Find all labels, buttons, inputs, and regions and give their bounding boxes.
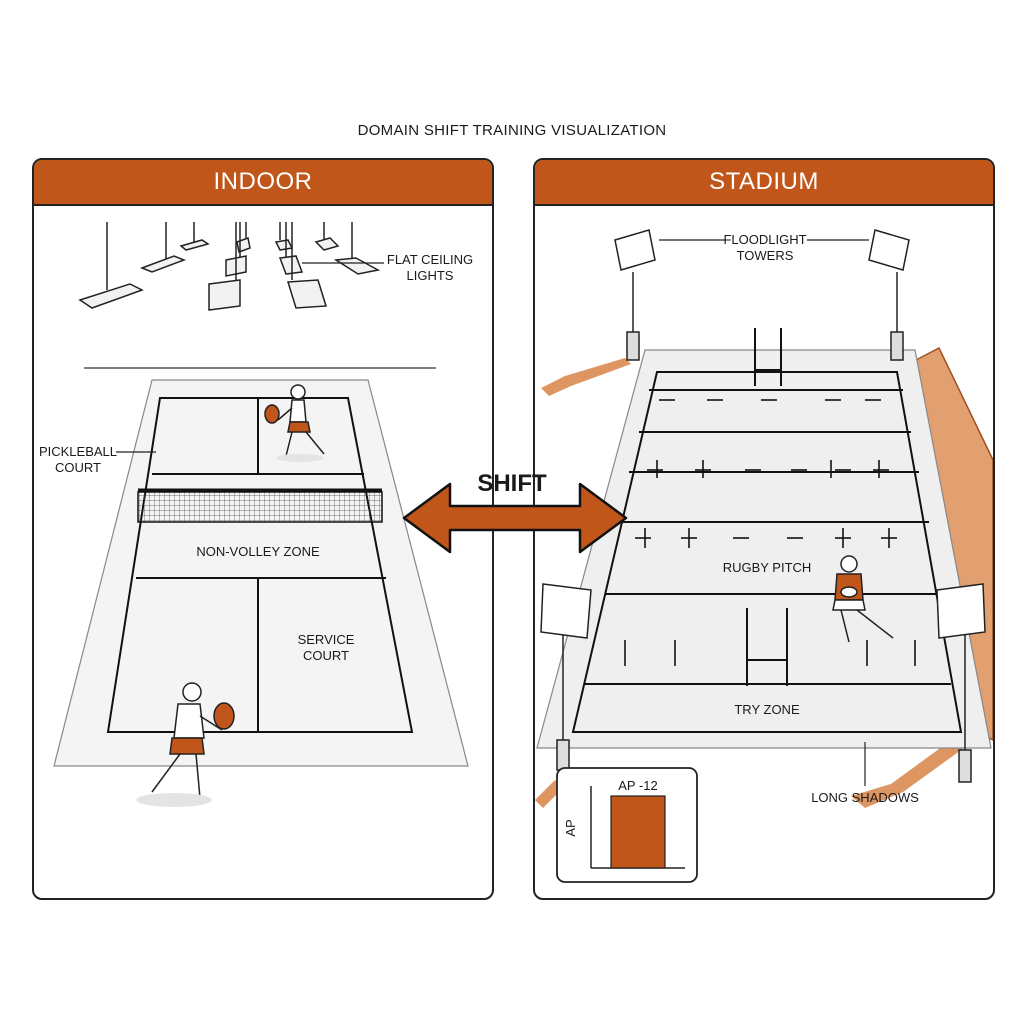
indoor-header: INDOOR bbox=[34, 160, 492, 206]
far-player-figure bbox=[264, 384, 325, 462]
ap-value-label: AP -12 bbox=[618, 778, 658, 793]
long-shadows-label: LONG SHADOWS bbox=[811, 790, 919, 805]
ap-bar bbox=[610, 795, 666, 869]
try-zone-label: TRY ZONE bbox=[734, 702, 800, 717]
floodlight-towers bbox=[540, 229, 986, 783]
ceiling-lights bbox=[78, 222, 381, 311]
nvz-label: NON-VOLLEY ZONE bbox=[196, 544, 320, 559]
indoor-scene: FLAT CEILING LIGHTS PICKLEBALL COURT NON… bbox=[39, 222, 473, 807]
rugby-player-figure bbox=[832, 555, 894, 643]
shift-label: SHIFT bbox=[477, 470, 547, 497]
page-title: DOMAIN SHIFT TRAINING VISUALIZATION bbox=[357, 122, 667, 139]
stadium-header: STADIUM bbox=[535, 160, 993, 206]
pitch-dashes bbox=[624, 399, 916, 666]
ap-axis-label: AP bbox=[563, 819, 578, 836]
lights-label-2: LIGHTS bbox=[407, 268, 454, 283]
court-label-2: COURT bbox=[55, 460, 101, 475]
stadium-panel: STADIUM bbox=[533, 158, 995, 900]
stadium-scene: FLOODLIGHT TOWERS RUGBY PITCH TRY ZONE L… bbox=[535, 229, 993, 883]
court-net bbox=[137, 488, 383, 523]
near-player-figure bbox=[136, 682, 235, 807]
court-label-1: PICKLEBALL bbox=[39, 444, 117, 459]
lights-label-1: FLAT CEILING bbox=[387, 252, 473, 267]
floodlight-label-1: FLOODLIGHT bbox=[723, 232, 806, 247]
service-label-2: COURT bbox=[303, 648, 349, 663]
rugby-pitch-label: RUGBY PITCH bbox=[723, 560, 812, 575]
pickleball-court bbox=[106, 397, 414, 733]
court-surround bbox=[53, 379, 469, 767]
rugby-pitch bbox=[571, 371, 963, 733]
service-label-1: SERVICE bbox=[298, 632, 355, 647]
goal-posts bbox=[746, 328, 788, 686]
ap-inset: AP -12 AP bbox=[556, 767, 698, 883]
floodlight-label-2: TOWERS bbox=[737, 248, 794, 263]
